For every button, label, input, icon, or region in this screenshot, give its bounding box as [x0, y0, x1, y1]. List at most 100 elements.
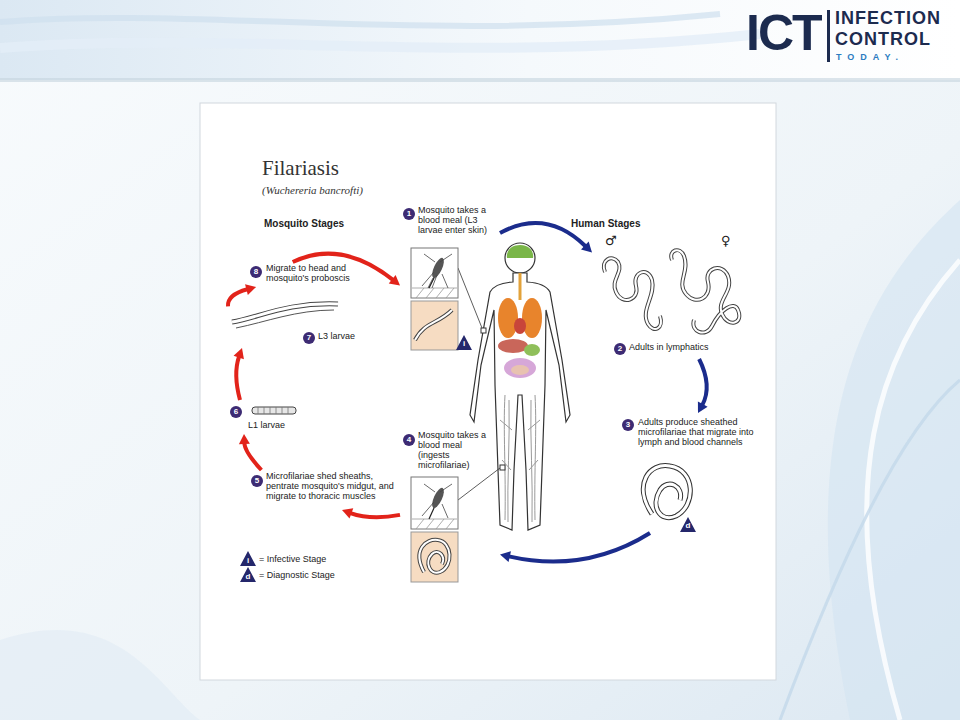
background: [0, 78, 960, 82]
legend-text: = Infective Stage: [259, 553, 326, 565]
adult-worms: [604, 258, 661, 329]
callout-number: 1: [403, 208, 415, 220]
background: [0, 630, 200, 720]
callout-number: 6: [230, 406, 242, 418]
human-figure: [524, 344, 540, 356]
step-description: Adults produce sheathed microfilariae th…: [638, 417, 774, 447]
callout-number: 3: [622, 419, 634, 431]
cycle-arrow: [239, 434, 262, 470]
arrow-head: [342, 508, 353, 518]
stage-marker: d: [242, 572, 254, 582]
cycle-arrow: [342, 508, 400, 518]
step-description: L1 larvae: [248, 420, 306, 430]
human-figure: [504, 358, 536, 378]
cycle-step: 8 Migrate to head and mosquito's probosci…: [250, 262, 372, 287]
microfilaria-drawing: [643, 466, 690, 518]
microfilaria-drawing: [680, 517, 696, 532]
human-figure: [514, 318, 526, 334]
background: [828, 200, 960, 720]
mosquito-feeding-picture: [412, 519, 457, 529]
callout-number: 8: [250, 266, 262, 278]
arrow-head: [239, 434, 250, 444]
section-heading: Mosquito Stages: [264, 218, 344, 229]
mosquito-bite-picture: [411, 248, 458, 298]
cycle-arrow: [234, 348, 244, 400]
bite-site-leaders: [458, 268, 482, 328]
cycle-step: 3 Adults produce sheathed microfilariae t…: [618, 413, 778, 533]
step-description: L3 larvae: [318, 331, 366, 341]
l1-larva-drawing: [252, 407, 296, 414]
section-heading: Human Stages: [571, 218, 640, 229]
cycle-step: 7L3 larvae: [228, 296, 368, 348]
sex-symbol: ♂: [605, 234, 617, 247]
stage-marker: d: [682, 521, 694, 531]
logo-mark: ICT: [746, 8, 821, 58]
step-description: Migrate to head and mosquito's proboscis: [266, 263, 370, 283]
bite-site-leaders: [500, 465, 505, 470]
human-figure: [505, 243, 535, 273]
callout-number: 2: [614, 343, 626, 355]
human-figure: [522, 298, 542, 338]
mosquito-bite-picture: [412, 288, 457, 298]
adult-worms: [604, 258, 661, 329]
stage-marker: i: [458, 339, 470, 349]
human-figure: [470, 273, 570, 530]
mosquito-bite-picture: [415, 310, 452, 340]
mosquito-bite-picture: [429, 278, 434, 288]
legend-symbols: [240, 551, 256, 566]
arrow-head: [581, 242, 592, 253]
arrow-line: [509, 533, 650, 562]
callout-number: 7: [303, 332, 315, 344]
subtitle: (Wuchereria bancrofti): [262, 184, 363, 196]
mosquito-feeding-picture: [411, 532, 458, 582]
l3-larva-drawing: [236, 310, 334, 328]
cycle-step: 6 L1 larvae: [228, 400, 308, 434]
mosquito-bite-picture: [456, 335, 472, 350]
cycle-arrow: [500, 533, 650, 562]
l1-larva-drawing: [258, 407, 288, 414]
stage-marker: i: [242, 556, 254, 566]
microfilaria-drawing: [643, 466, 690, 518]
human-figure: [519, 273, 522, 300]
legend-text: = Diagnostic Stage: [259, 569, 335, 581]
mosquito-bite-picture: [422, 254, 452, 288]
arrow-line: [699, 359, 707, 405]
l3-larva-drawing: [232, 304, 338, 322]
logo-word: CONTROL: [835, 30, 931, 48]
l1-larva-drawing: [252, 407, 296, 414]
arrow-head: [389, 275, 400, 286]
arrow-head: [245, 284, 256, 295]
logo-word: INFECTION: [835, 9, 941, 27]
arrow-line: [236, 357, 240, 400]
arrow-head: [500, 551, 511, 562]
callout-number: 4: [403, 434, 415, 446]
diagram-panel: [200, 103, 776, 680]
cycle-step: 1Mosquito takes a blood meal (L3 larvae …: [400, 203, 500, 353]
human-figure: [500, 420, 540, 470]
cycle-step: 2Adults in lymphatics: [592, 238, 745, 359]
mosquito-bite-picture: [411, 301, 458, 350]
arrow-line: [350, 513, 400, 517]
human-figure: [470, 243, 570, 530]
mosquito-bite-picture: [415, 310, 452, 340]
bite-site-leaders: [481, 328, 486, 333]
adult-worms: [604, 250, 740, 332]
microfilaria-drawing: [643, 466, 696, 532]
adult-worms: [671, 250, 739, 332]
mosquito-feeding-picture: [411, 477, 458, 529]
callout-number: 5: [251, 475, 263, 487]
background: [0, 14, 720, 26]
bite-site-leaders: [458, 468, 500, 500]
logo-divider: [827, 10, 830, 62]
mosquito-feeding-picture: [422, 484, 452, 518]
cycle-arrow: [228, 284, 256, 306]
l3-larva-drawing: [232, 304, 338, 322]
arrow-head: [698, 402, 708, 413]
step-description: Adults in lymphatics: [629, 342, 739, 352]
cycle-step: 5Microfilariae shed sheaths, pentrate mo…: [249, 470, 404, 510]
